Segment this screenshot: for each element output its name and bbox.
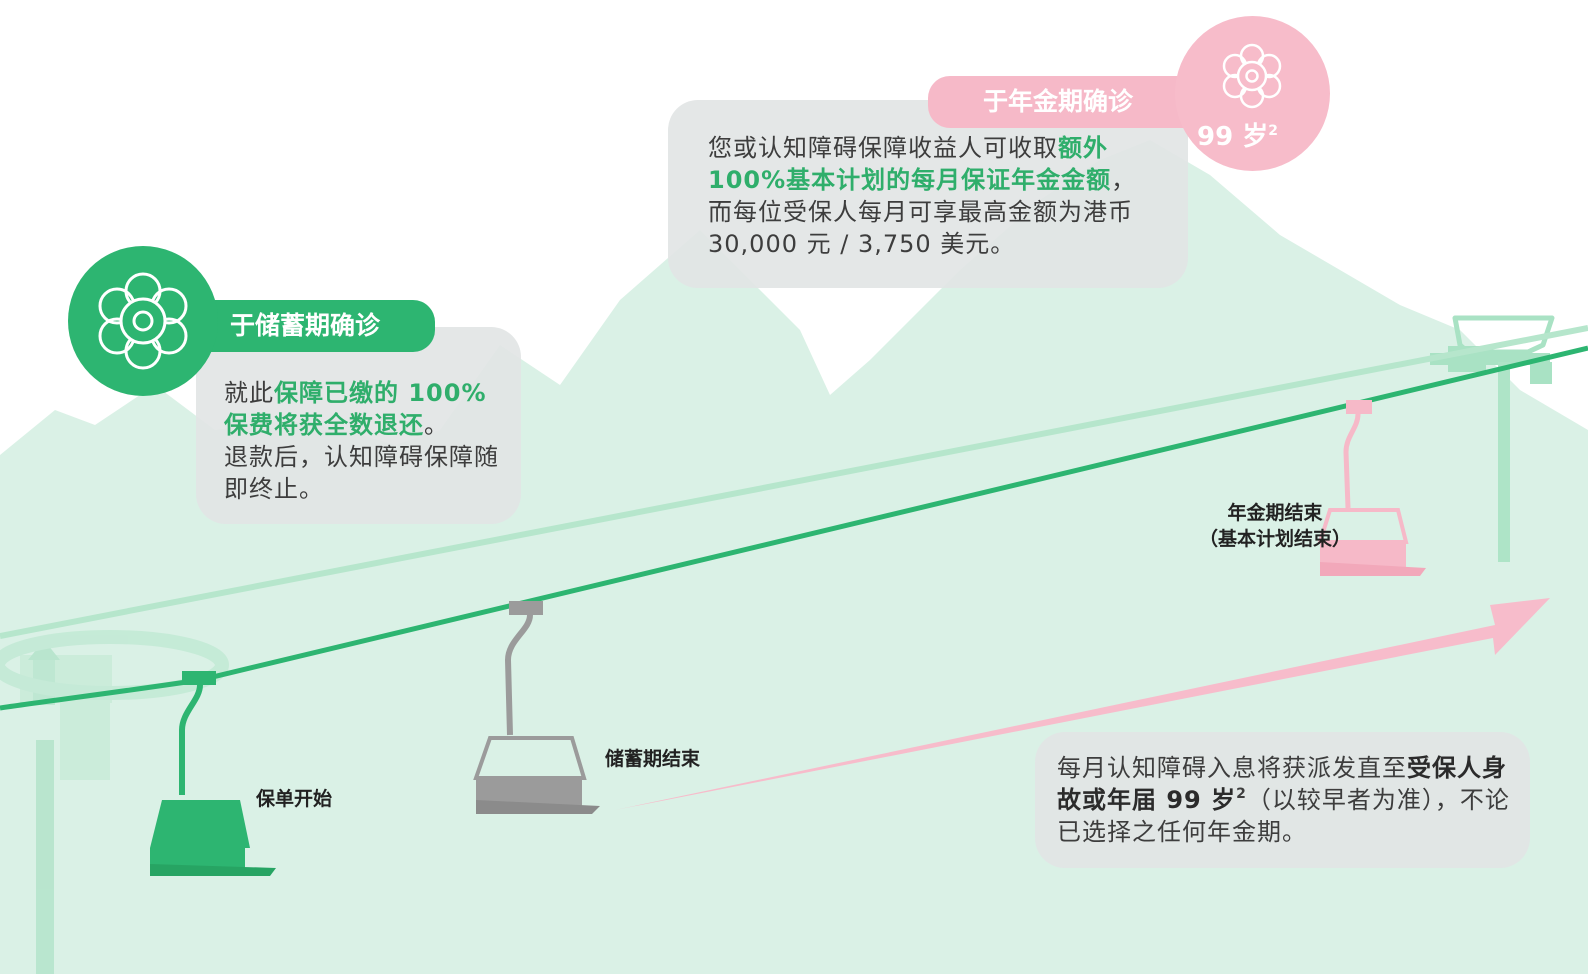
savings-diagnosis-tab: 于储蓄期确诊 — [180, 300, 435, 352]
income-text-pre: 每月认知障碍入息将获派发直至 — [1057, 754, 1407, 782]
savings-text-mid: 。 — [424, 411, 449, 439]
savings-text-pre: 就此 — [224, 379, 274, 407]
age-value: 99 岁 — [1197, 122, 1269, 152]
savings-diagnosis-bubble: 就此保障已缴的 100% 保费将获全数退还。 退款后，认知障碍保障随即终止。 — [196, 327, 521, 524]
annuity-diagnosis-text: 您或认知障碍保障收益人可收取额外 100%基本计划的每月保证年金金额，而每位受保… — [708, 132, 1158, 260]
annuity-text-highlight: 额外 100%基本计划的每月保证年金金额 — [708, 134, 1112, 194]
annuity-diagnosis-bubble: 您或认知障碍保障收益人可收取额外 100%基本计划的每月保证年金金额，而每位受保… — [668, 100, 1188, 288]
chair-savings-end — [473, 601, 600, 814]
savings-diagnosis-title: 于储蓄期确诊 — [230, 311, 381, 340]
annuity-text-pre: 您或认知障碍保障收益人可收取 — [708, 134, 1058, 162]
upper-cable — [0, 325, 1588, 639]
annuity-age-label: 99 岁2 — [1197, 116, 1278, 153]
savings-diagnosis-circle — [68, 246, 218, 396]
savings-text-post: 退款后，认知障碍保障随即终止。 — [224, 443, 499, 503]
label-annuity-end-line1: 年金期结束 — [1227, 502, 1323, 524]
chair-annuity-end — [1317, 400, 1426, 576]
flower-gear-icon — [1222, 43, 1282, 109]
left-pylon — [0, 630, 229, 974]
income-footnote: 2 — [1236, 786, 1247, 802]
savings-diagnosis-text: 就此保障已缴的 100% 保费将获全数退还。 退款后，认知障碍保障随即终止。 — [224, 377, 514, 505]
label-annuity-end: 年金期结束 （基本计划结束） — [1145, 500, 1405, 552]
label-policy-start: 保单开始 — [256, 788, 333, 810]
label-savings-end: 储蓄期结束 — [605, 748, 701, 770]
savings-text-highlight: 保障已缴的 100% 保费将获全数退还 — [224, 379, 487, 439]
label-annuity-end-line2: （基本计划结束） — [1198, 528, 1351, 550]
age-footnote: 2 — [1268, 123, 1278, 139]
annuity-diagnosis-title: 于年金期确诊 — [982, 87, 1133, 116]
chair-policy-start — [150, 671, 276, 876]
annuity-diagnosis-circle: 99 岁2 — [1175, 16, 1330, 171]
income-text-post: （以较早者为准），不论已选择之任何年金期。 — [1057, 786, 1510, 846]
flower-gear-icon — [98, 272, 188, 370]
income-text-bold: 受保人身故或年届 99 岁 — [1057, 754, 1507, 814]
annuity-text-post: ，而每位受保人每月可享最高金额为港币 30,000 元 / 3,750 美元。 — [708, 166, 1137, 258]
monthly-income-bubble: 每月认知障碍入息将获派发直至受保人身故或年届 99 岁2（以较早者为准），不论已… — [1035, 732, 1530, 868]
monthly-income-text: 每月认知障碍入息将获派发直至受保人身故或年届 99 岁2（以较早者为准），不论已… — [1057, 752, 1522, 848]
